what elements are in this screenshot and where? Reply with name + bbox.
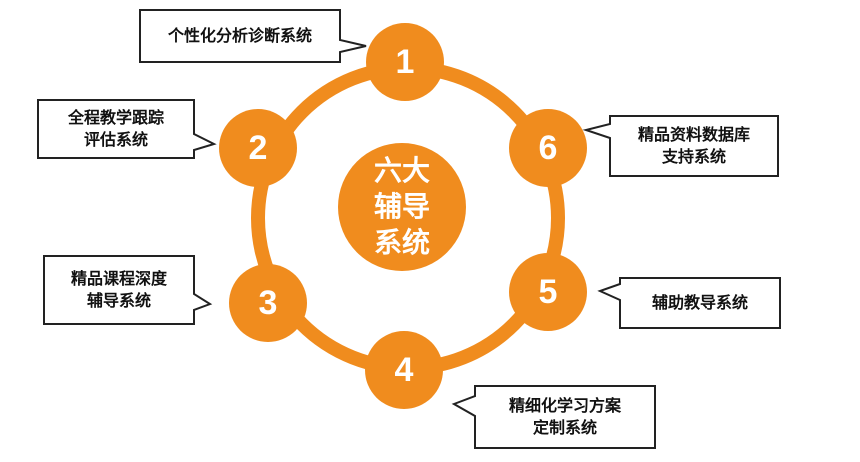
center-title-line-3: 系统 bbox=[373, 226, 430, 259]
center-title: 六大 辅导 系统 bbox=[338, 143, 466, 271]
node-number-6: 6 bbox=[539, 129, 558, 167]
callout-2-line-2: 评估系统 bbox=[83, 130, 148, 149]
center-title-line-1: 六大 bbox=[373, 154, 430, 187]
callout-box-4 bbox=[451, 385, 656, 449]
callout-label-5: 辅助教导系统 bbox=[620, 278, 780, 328]
node-number-3: 3 bbox=[259, 284, 278, 322]
node-number-4: 4 bbox=[395, 351, 414, 389]
callout-2-line-1: 全程教学跟踪 bbox=[67, 108, 164, 127]
callout-label-2: 全程教学跟踪 评估系统 bbox=[38, 100, 194, 158]
callout-box-2 bbox=[37, 99, 217, 159]
callout-label-6: 精品资料数据库 支持系统 bbox=[610, 116, 778, 176]
callout-6-line-2: 支持系统 bbox=[661, 147, 726, 166]
node-3: 3 bbox=[229, 264, 307, 342]
node-4: 4 bbox=[365, 331, 443, 409]
callout-box-1 bbox=[139, 9, 367, 63]
node-5: 5 bbox=[509, 253, 587, 331]
node-2: 2 bbox=[219, 109, 297, 187]
callout-5-line-1: 辅助教导系统 bbox=[651, 293, 748, 312]
callout-4-line-2: 定制系统 bbox=[532, 418, 597, 437]
callout-3-line-1: 精品课程深度 bbox=[70, 269, 167, 288]
callout-4-line-1: 精细化学习方案 bbox=[508, 396, 621, 415]
callout-box-3 bbox=[43, 255, 213, 325]
node-1: 1 bbox=[366, 23, 444, 101]
callout-3-line-2: 辅导系统 bbox=[86, 291, 151, 310]
callout-label-3: 精品课程深度 辅导系统 bbox=[44, 256, 194, 324]
callout-label-4: 精细化学习方案 定制系统 bbox=[475, 386, 655, 448]
center-title-line-2: 辅导 bbox=[373, 190, 430, 223]
callout-6-line-1: 精品资料数据库 bbox=[637, 125, 750, 144]
node-number-2: 2 bbox=[249, 129, 268, 167]
callout-box-6 bbox=[582, 115, 779, 177]
callout-label-1: 个性化分析诊断系统 bbox=[140, 10, 340, 62]
node-number-1: 1 bbox=[396, 43, 415, 81]
node-6: 6 bbox=[509, 109, 587, 187]
node-number-5: 5 bbox=[539, 273, 558, 311]
center-disk bbox=[338, 143, 466, 271]
callout-1-line-1: 个性化分析诊断系统 bbox=[167, 26, 312, 45]
callout-box-5 bbox=[597, 277, 781, 329]
